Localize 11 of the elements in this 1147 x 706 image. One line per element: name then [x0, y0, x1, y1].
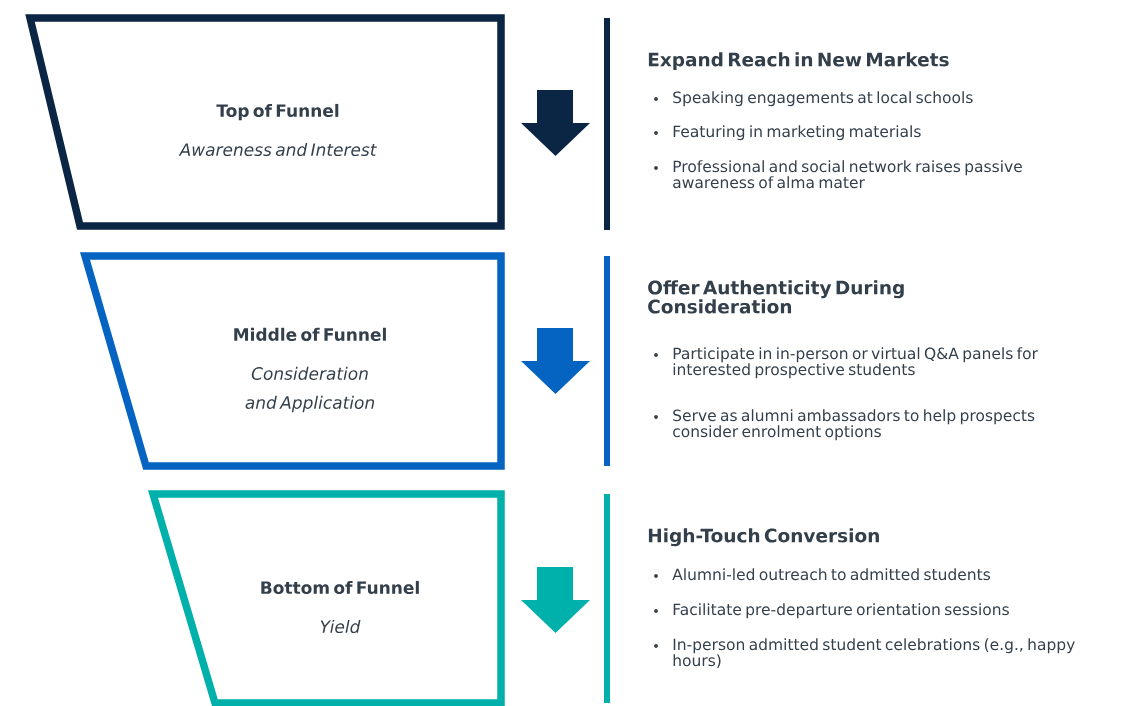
bullet-text: Featuring in marketing materials — [673, 125, 921, 141]
bullet-text: Professional and social network raises passive awareness of alma mater — [673, 160, 1022, 189]
bullet-text: Participate in in-person or virtual Q&A panels for interested prospective students — [673, 347, 1038, 379]
bullet-text: Serve as alumni ambassadors to help prospects consider enrolment options — [673, 409, 1035, 441]
section-heading: High-Touch Conversion — [648, 528, 879, 547]
bullet-text: In-person admitted student celebrations (e.g., happy hours) — [673, 638, 1075, 668]
bullet-text: Facilitate pre-departure orientation sessions — [673, 603, 1009, 619]
bullet-text: Alumni-led outreach to admitted students — [672, 568, 990, 581]
bullet-text: Speaking engagements at local schools — [673, 91, 973, 107]
section-heading: Offer Authenticity During Consideration — [648, 280, 904, 314]
section-heading: Expand Reach in New Markets — [648, 52, 949, 71]
